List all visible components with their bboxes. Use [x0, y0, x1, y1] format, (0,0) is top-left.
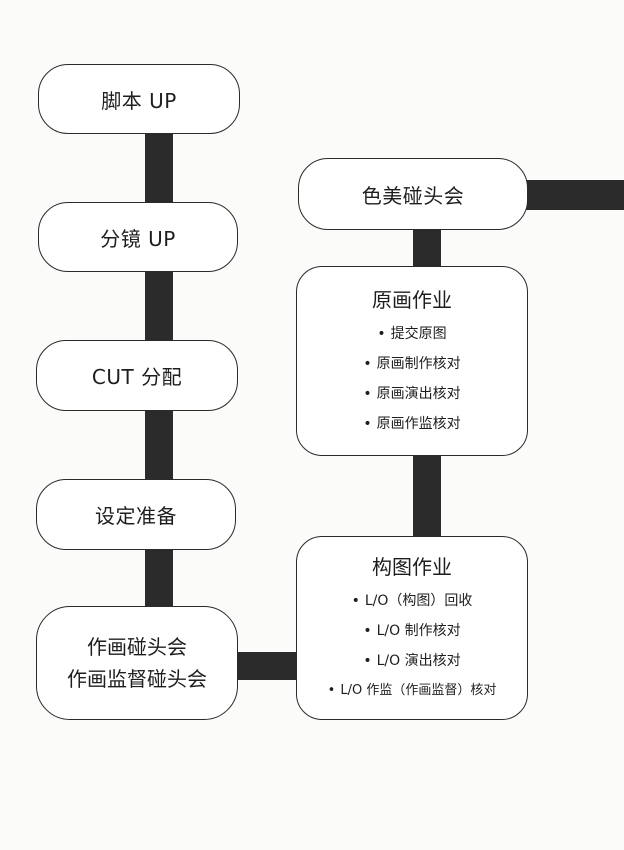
step-storyboard-up: 分镜 UP — [38, 202, 238, 272]
meeting-line-1: 作画碰头会 — [87, 635, 187, 659]
genga-checklist: 提交原图 原画制作核对 原画演出核对 原画作监核对 — [363, 319, 461, 439]
connector-cut-setup — [145, 409, 173, 481]
step-cut-assignment: CUT 分配 — [36, 340, 238, 411]
layout-item: L/O（构图）回收 — [328, 586, 497, 616]
connector-color-offpage — [526, 180, 624, 210]
step-color-art-meeting-label: 色美碰头会 — [361, 183, 465, 208]
step-setting-prep-label: 设定准备 — [95, 504, 177, 528]
step-genga-work: 原画作业 提交原图 原画制作核对 原画演出核对 原画作监核对 — [296, 266, 528, 456]
step-script-up-label: 脚本 UP — [101, 88, 177, 113]
genga-item: 原画演出核对 — [363, 379, 461, 409]
genga-item: 提交原图 — [363, 319, 460, 349]
connector-script-storyboard — [145, 132, 173, 204]
genga-item: 原画制作核对 — [363, 349, 461, 379]
layout-checklist: L/O（构图）回收 L/O 制作核对 L/O 演出核对 L/O 作监（作画监督）… — [328, 586, 497, 706]
genga-title: 原画作业 — [372, 287, 452, 312]
connector-storyboard-cut — [145, 270, 173, 342]
connector-meeting-layout — [236, 652, 300, 680]
step-setting-prep: 设定准备 — [36, 479, 236, 550]
step-layout-work: 构图作业 L/O（构图）回收 L/O 制作核对 L/O 演出核对 L/O 作监（… — [296, 536, 528, 720]
step-script-up: 脚本 UP — [38, 64, 240, 134]
step-animation-meeting: 作画碰头会 作画监督碰头会 — [36, 606, 238, 720]
layout-item: L/O 制作核对 — [328, 616, 497, 646]
connector-setup-meeting — [145, 548, 173, 608]
layout-item: L/O 演出核对 — [328, 646, 497, 676]
connector-genga-color — [413, 228, 441, 268]
connector-layout-genga — [413, 454, 441, 538]
step-storyboard-up-label: 分镜 UP — [100, 226, 176, 251]
layout-item: L/O 作监（作画监督）核对 — [328, 676, 496, 706]
genga-item: 原画作监核对 — [363, 409, 461, 439]
step-cut-assignment-label: CUT 分配 — [91, 365, 183, 389]
step-color-art-meeting: 色美碰头会 — [298, 158, 528, 230]
meeting-line-2: 作画监督碰头会 — [67, 667, 207, 691]
layout-title: 构图作业 — [372, 554, 452, 579]
